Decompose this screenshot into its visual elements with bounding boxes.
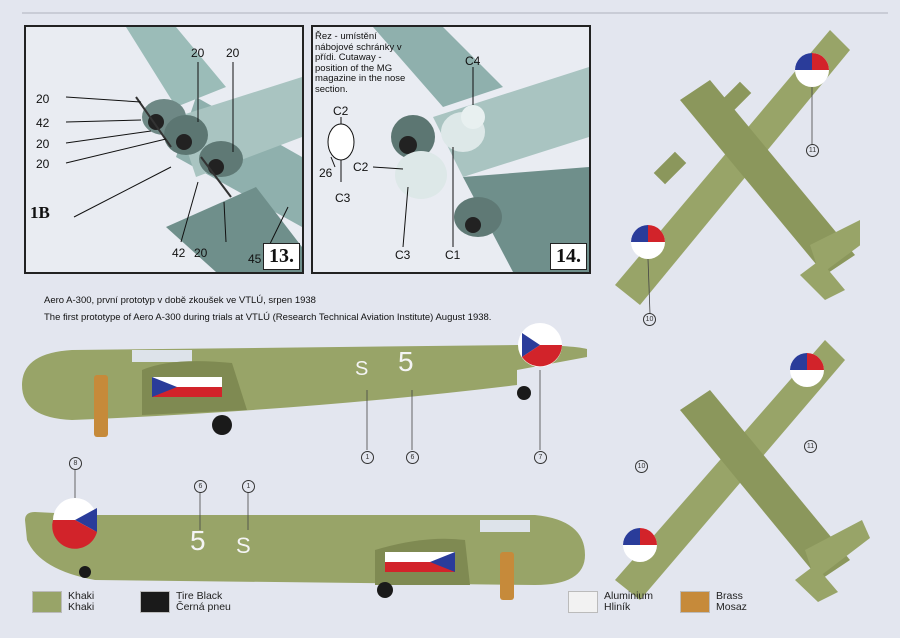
step-13-photo: [26, 27, 302, 272]
callout-13-top-1: 20: [191, 46, 205, 60]
step-13-panel: 20 42 20 20 1B 20 20 42 20 45 13.: [24, 25, 304, 274]
callout-plan-top-11: 11: [806, 144, 819, 157]
callout-side-top-6: 6: [406, 451, 419, 464]
swatch-tire-black: [140, 591, 170, 613]
callout-side-bottom-1: 1: [242, 480, 255, 493]
legend-aluminium-en: Aluminium: [604, 590, 654, 602]
cutaway-note: Řez - umístění nábojové schránky v přídi…: [315, 31, 406, 95]
swatch-aluminium: [568, 591, 598, 613]
callout-13-left-4: 20: [36, 157, 50, 171]
step-14-number: 14.: [550, 243, 587, 270]
legend-brass-en: Brass: [716, 590, 743, 602]
step-14-photo: [313, 27, 589, 272]
roundel-plan-top-1-icon: [795, 53, 829, 87]
callout-14-c2: C2: [353, 160, 369, 174]
roundel-plan-bottom-2-icon: [623, 528, 657, 562]
swatch-khaki: [32, 591, 62, 613]
roundel-side-bottom-icon: [52, 498, 97, 549]
side-view-top: [22, 323, 587, 450]
callout-side-top-7: 7: [534, 451, 547, 464]
callout-plan-top-10: 10: [643, 313, 656, 326]
callout-side-top-1: 1: [361, 451, 374, 464]
callout-13-1b: 1B: [30, 203, 50, 222]
callout-13-bottom-1: 42: [172, 246, 186, 260]
legend-khaki: Khaki Khaki: [32, 591, 94, 613]
legend-khaki-cz: Khaki: [68, 601, 95, 613]
callout-plan-bottom-11: 11: [804, 440, 817, 453]
caption-cz: Aero A-300, první prototyp v době zkouše…: [44, 295, 316, 306]
callout-13-left-1: 20: [36, 92, 50, 106]
callout-13-top-2: 20: [226, 46, 240, 60]
callout-13-bottom-2: 20: [194, 246, 208, 260]
caption-en: The first prototype of Aero A-300 during…: [44, 312, 492, 323]
code-top-5: 5: [398, 346, 414, 377]
swatch-brass: [680, 591, 710, 613]
callout-14-c2-egg: C2: [333, 104, 349, 118]
legend-tire-black: Tire Black Černá pneu: [140, 591, 231, 613]
legend-aluminium-cz: Hliník: [604, 601, 631, 613]
callout-plan-bottom-10: 10: [635, 460, 648, 473]
callout-13-left-2: 42: [36, 116, 50, 130]
legend-brass: Brass Mosaz: [680, 591, 747, 613]
plan-view-bottom: [615, 340, 870, 602]
code-bottom-5: 5: [190, 525, 206, 556]
callout-14-c3: C3: [395, 248, 411, 262]
code-bottom-s: S: [236, 533, 251, 558]
legend-brass-cz: Mosaz: [716, 601, 747, 613]
legend-aluminium: Aluminium Hliník: [568, 591, 653, 613]
roundel-side-top-icon: [518, 323, 562, 367]
flag-side-bottom-icon: [385, 552, 455, 572]
step-13-number: 13.: [263, 243, 300, 270]
callout-14-26: 26: [319, 166, 333, 180]
side-view-bottom: [25, 470, 585, 600]
legend-tire-black-en: Tire Black: [176, 590, 223, 602]
callout-side-bottom-6: 6: [194, 480, 207, 493]
callout-13-bottom-3: 45: [248, 252, 262, 266]
top-border: [22, 12, 888, 14]
callout-side-bottom-8: 8: [69, 457, 82, 470]
code-top-s: S: [355, 358, 369, 380]
flag-side-top-icon: [152, 377, 222, 397]
legend-tire-black-cz: Černá pneu: [176, 601, 231, 613]
callout-14-c3-egg: C3: [335, 191, 351, 205]
roundel-plan-bottom-1-icon: [790, 353, 824, 387]
step-14-panel: Řez - umístění nábojové schránky v přídi…: [311, 25, 591, 274]
callout-14-c1: C1: [445, 248, 461, 262]
legend-khaki-en: Khaki: [68, 590, 95, 602]
callout-13-left-3: 20: [36, 137, 50, 151]
callout-14-c4: C4: [465, 54, 481, 68]
roundel-plan-top-2-icon: [631, 225, 665, 259]
plan-view-top: [615, 30, 860, 315]
